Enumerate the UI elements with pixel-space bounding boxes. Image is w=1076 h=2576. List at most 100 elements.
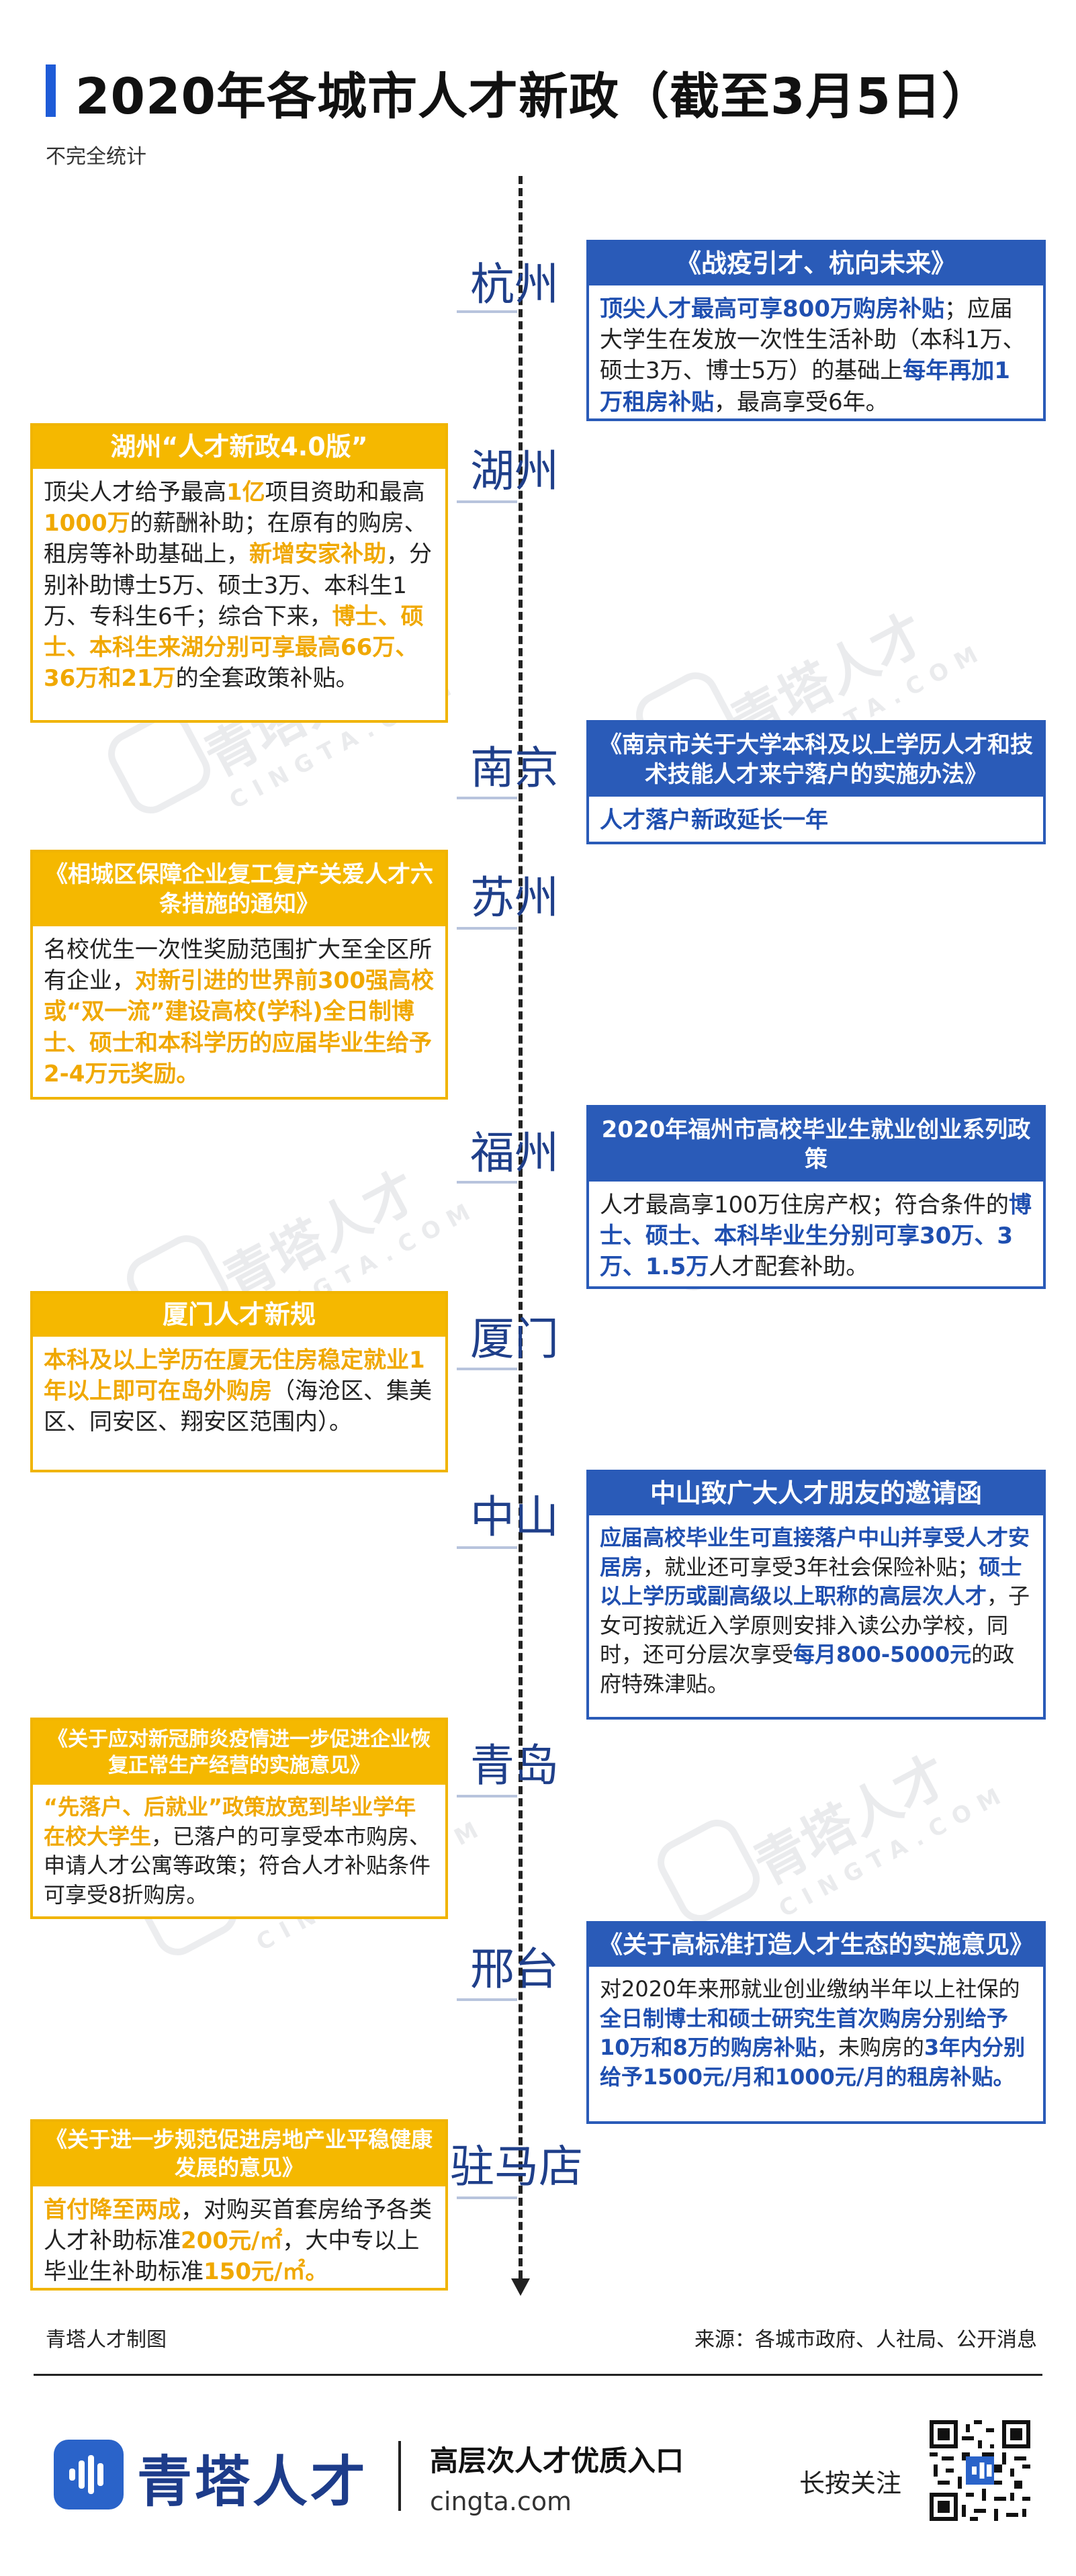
qr-code-icon[interactable] [930, 2420, 1030, 2521]
city-label-zhongshan: 中山 [470, 1491, 559, 1543]
policy-card-title: 《关于高标准打造人才生态的实施意见》 [589, 1924, 1043, 1967]
connector-line [457, 1998, 517, 2001]
body-text: 对2020年来邢就业创业缴纳半年以上社保的 [600, 1976, 1020, 2002]
body-text: ，分别补助博士5万、硕士3万、本科生1万、专科生6千；综合下来， [44, 541, 432, 630]
highlight-text: 1000万 [44, 510, 130, 537]
body-text: ，子女可按就近入学原则安排入读公办学校，同时，还可分层次享受 [600, 1583, 1030, 1668]
highlight-text: 博士、硕士、本科毕业生分别可享30万、3万、1.5万 [600, 1192, 1032, 1281]
policy-card-hangzhou: 《战疫引才、杭向未来》 顶尖人才最高可享800万购房补贴；应届大学生在发放一次性… [586, 240, 1046, 421]
body-text: ，大中专以上毕业生补助标准 [44, 2227, 420, 2286]
body-text: 的全套政策补贴。 [175, 665, 359, 693]
chart-credit: 青塔人才制图 [46, 2328, 167, 2352]
policy-card-xingtai: 《关于高标准打造人才生态的实施意见》 对2020年来邢就业创业缴纳半年以上社保的… [586, 1921, 1046, 2124]
policy-card-fuzhou: 2020年福州市高校毕业生就业创业系列政策 人才最高享100万住房产权；符合条件… [586, 1105, 1046, 1289]
connector-line [457, 797, 517, 799]
policy-card-title: 中山致广大人才朋友的邀请函 [589, 1472, 1043, 1515]
policy-card-title: 《南京市关于大学本科及以上学历人才和技术技能人才来宁落户的实施办法》 [589, 723, 1043, 797]
body-text: ，已落户的可享受本市购房、申请人才公寓等政策；符合人才补贴条件可享受8折购房。 [44, 1823, 431, 1908]
body-text: 人才配套补助。 [709, 1253, 869, 1281]
policy-card-xiamen: 厦门人才新规 本科及以上学历在厦无住房稳定就业1年以上即可在岛外购房（海沧区、集… [30, 1291, 448, 1472]
highlight-text: 全日制博士和硕士研究生首次购房分别给予10万和8万的购房补贴 [600, 2005, 1009, 2061]
city-label-xingtai: 邢台 [470, 1943, 559, 1995]
highlight-text: “先落户、后就业”政策放宽到毕业学年在校大学生 [44, 1794, 416, 1849]
highlight-text: 博士、硕士、本科生来湖分别可享最高66万、36万和21万 [44, 603, 424, 693]
follow-prompt: 长按关注 [799, 2469, 902, 2498]
policy-card-text: 人才落户新政延长一年 [589, 797, 1043, 844]
body-text: 的薪酬补助；在原有的购房、租房等补助基础上， [44, 510, 427, 568]
highlight-text: 人才落户新政延长一年 [600, 807, 828, 834]
highlight-text: 应届高校毕业生可直接落户中山并享受人才安居房 [600, 1525, 1030, 1580]
connector-line [457, 1181, 517, 1184]
connector-line [457, 1546, 517, 1549]
title-accent-bar [46, 64, 56, 117]
policy-card-title: 《相城区保障企业复工复产关爱人才六条措施的通知》 [33, 852, 445, 926]
highlight-text: 3年内分别给予1500元/月和1000元/月的租房补贴。 [600, 2035, 1026, 2090]
policy-card-title: 2020年福州市高校毕业生就业创业系列政策 [589, 1108, 1043, 1182]
body-text: ，对购买首套房给予各类人才补助标准 [44, 2196, 432, 2255]
policy-card-zhongshan: 中山致广大人才朋友的邀请函 应届高校毕业生可直接落户中山并享受人才安居房，就业还… [586, 1470, 1046, 1720]
policy-card-title: 《战疫引才、杭向未来》 [589, 242, 1043, 285]
policy-card-text: 顶尖人才最高可享800万购房补贴；应届大学生在发放一次性生活补助（本科1万、硕士… [589, 285, 1043, 426]
brand-divider [398, 2441, 401, 2511]
brand-url[interactable]: cingta.com [430, 2487, 572, 2516]
timeline-arrow-icon [511, 2278, 530, 2296]
highlight-text: 硕士以上学历或副高级以上职称的高层次人才 [600, 1554, 1022, 1609]
policy-card-nanjing: 《南京市关于大学本科及以上学历人才和技术技能人才来宁落户的实施办法》 人才落户新… [586, 720, 1046, 844]
body-text: ，未购房的 [816, 2035, 924, 2061]
policy-card-text: 顶尖人才给予最高1亿项目资助和最高1000万的薪酬补助；在原有的购房、租房等补助… [33, 469, 445, 703]
body-text: ；应届大学生在发放一次性生活补助（本科1万、硕士3万、博士5万）的基础上 [600, 296, 1026, 385]
highlight-text: 150元/㎡。 [204, 2258, 328, 2286]
brand-tagline: 高层次人才优质入口 [430, 2444, 684, 2477]
connector-line [457, 927, 517, 930]
policy-card-zhumadian: 《关于进一步规范促进房地产业平稳健康发展的意见》 首付降至两成，对购买首套房给予… [30, 2119, 448, 2291]
highlight-text: 200元/㎡ [181, 2227, 283, 2255]
highlight-text: 对新引进的世界前300强高校或“双一流”建设高校(学科)全日制博士、硕士和本科学… [44, 967, 434, 1087]
policy-card-text: 本科及以上学历在厦无住房稳定就业1年以上即可在岛外购房（海沧区、集美区、同安区、… [33, 1337, 445, 1446]
body-text: 项目资助和最高 [265, 479, 425, 506]
city-label-hangzhou: 杭州 [470, 259, 559, 310]
policy-card-title: 厦门人才新规 [33, 1294, 445, 1337]
highlight-text: 顶尖人才最高可享800万购房补贴 [600, 296, 944, 322]
city-label-suzhou: 苏州 [470, 872, 559, 924]
brand-name: 青塔人才 [137, 2450, 369, 2514]
connector-line [457, 500, 517, 503]
page-title: 2020年各城市人才新政（截至3月5日） [75, 68, 992, 126]
connector-line [457, 2196, 517, 2199]
connector-line [457, 1795, 517, 1797]
body-text: 人才最高享100万住房产权；符合条件的 [600, 1192, 1009, 1218]
body-text: （海沧区、集美区、同安区、翔安区范围内）。 [44, 1378, 432, 1436]
footer-divider [34, 2374, 1042, 2376]
body-text: 的政府特殊津贴。 [600, 1642, 1015, 1697]
timeline-line [519, 176, 523, 2278]
policy-card-title: 《关于进一步规范促进房地产业平稳健康发展的意见》 [33, 2122, 445, 2186]
sound-wave-icon [69, 2455, 103, 2494]
policy-card-text: 对2020年来邢就业创业缴纳半年以上社保的全日制博士和硕士研究生首次购房分别给予… [589, 1967, 1043, 2100]
body-text: ，就业还可享受3年社会保险补贴； [643, 1554, 979, 1580]
city-label-zhumadian: 驻马店 [450, 2141, 583, 2192]
policy-card-huzhou: 湖州“人才新政4.0版” 顶尖人才给予最高1亿项目资助和最高1000万的薪酬补助… [30, 423, 448, 723]
policy-card-text: 名校优生一次性奖励范围扩大至全区所有企业，对新引进的世界前300强高校或“双一流… [33, 926, 445, 1098]
highlight-text: 新增安家补助 [249, 541, 386, 568]
body-text: 名校优生一次性奖励范围扩大至全区所有企业， [44, 936, 432, 995]
policy-card-text: “先落户、后就业”政策放宽到毕业学年在校大学生，已落户的可享受本市购房、申请人才… [33, 1785, 445, 1918]
body-text: ，最高享受6年。 [714, 388, 889, 416]
city-label-fuzhou: 福州 [470, 1127, 559, 1179]
city-label-nanjing: 南京 [470, 742, 559, 794]
policy-card-qingdao: 《关于应对新冠肺炎疫情进一步促进企业恢复正常生产经营的实施意见》 “先落户、后就… [30, 1718, 448, 1919]
policy-card-title: 《关于应对新冠肺炎疫情进一步促进企业恢复正常生产经营的实施意见》 [33, 1720, 445, 1785]
highlight-text: 每年再加1万租房补贴 [600, 357, 1010, 416]
highlight-text: 本科及以上学历在厦无住房稳定就业1年以上即可在岛外购房 [44, 1347, 425, 1405]
policy-card-title: 湖州“人才新政4.0版” [33, 426, 445, 469]
source-note: 来源：各城市政府、人社局、公开消息 [694, 2328, 1037, 2352]
city-label-xiamen: 厦门 [470, 1313, 559, 1365]
brand-logo-icon [54, 2440, 124, 2510]
highlight-text: 每月800-5000元 [793, 1642, 972, 1668]
page-subtitle: 不完全统计 [46, 145, 146, 169]
city-label-huzhou: 湖州 [470, 445, 559, 497]
highlight-text: 首付降至两成 [44, 2196, 181, 2223]
body-text: 顶尖人才给予最高 [44, 479, 226, 506]
policy-card-text: 应届高校毕业生可直接落户中山并享受人才安居房，就业还可享受3年社会保险补贴；硕士… [589, 1515, 1043, 1707]
policy-card-text: 首付降至两成，对购买首套房给予各类人才补助标准200元/㎡，大中专以上毕业生补助… [33, 2186, 445, 2296]
connector-line [457, 1368, 517, 1370]
